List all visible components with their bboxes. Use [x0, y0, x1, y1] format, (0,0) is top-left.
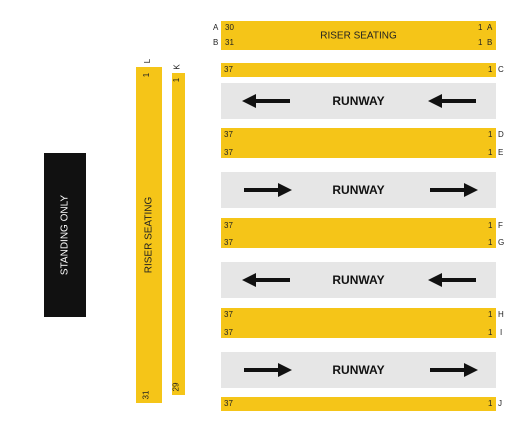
row-c-start: 37 [224, 65, 233, 74]
arrow-right-icon [244, 363, 292, 377]
row-k-top: 1 [172, 77, 182, 83]
row-h-start: 37 [224, 310, 233, 319]
seat-rows-f-g [221, 218, 496, 248]
row-g-start: 37 [224, 238, 233, 247]
seat-row-c [221, 63, 496, 77]
row-e-end: 1 [488, 148, 493, 157]
seat-rows-h-i [221, 308, 496, 338]
arrow-left-icon [428, 273, 476, 287]
runway-3: RUNWAY [221, 262, 496, 298]
row-e-letter: E [498, 148, 504, 157]
row-b-start: 31 [225, 38, 234, 47]
row-g-end: 1 [488, 238, 493, 247]
row-b-right-letter: B [487, 38, 493, 47]
riser-side-row-k [172, 73, 185, 395]
seat-rows-d-e [221, 128, 496, 158]
runway-2: RUNWAY [221, 172, 496, 208]
row-c-letter: C [498, 65, 504, 74]
arrow-right-icon [430, 363, 478, 377]
row-d-end: 1 [488, 130, 493, 139]
riser-side-row-l: RISER SEATING [136, 67, 162, 403]
runway-1-label: RUNWAY [332, 94, 385, 108]
row-l-top: 1 [142, 72, 152, 78]
arrow-right-icon [244, 183, 292, 197]
row-l-bottom: 31 [141, 390, 151, 400]
runway-4: RUNWAY [221, 352, 496, 388]
row-b-end: 1 [478, 38, 483, 47]
row-i-end: 1 [488, 328, 493, 337]
row-j-end: 1 [488, 399, 493, 408]
row-d-letter: D [498, 130, 504, 139]
row-a-end: 1 [478, 23, 483, 32]
runway-1: RUNWAY [221, 83, 496, 119]
riser-top-label: RISER SEATING [320, 30, 397, 41]
row-e-start: 37 [224, 148, 233, 157]
seat-row-j [221, 397, 496, 411]
standing-only-label: STANDING ONLY [59, 194, 71, 276]
arrow-right-icon [430, 183, 478, 197]
row-c-end: 1 [488, 65, 493, 74]
row-f-letter: F [498, 221, 503, 230]
riser-side-label: RISER SEATING [143, 196, 155, 274]
row-j-start: 37 [224, 399, 233, 408]
row-i-letter: I [500, 328, 503, 337]
arrow-left-icon [242, 273, 290, 287]
row-d-start: 37 [224, 130, 233, 139]
row-f-end: 1 [488, 221, 493, 230]
riser-top-block: RISER SEATING [221, 21, 496, 50]
row-a-right-letter: A [487, 23, 493, 32]
arrow-left-icon [242, 94, 290, 108]
row-h-letter: H [498, 310, 504, 319]
row-k-letter: K [172, 64, 182, 70]
row-k-bottom: 29 [171, 382, 181, 392]
row-j-letter: J [498, 399, 502, 408]
standing-only-area: STANDING ONLY [44, 153, 86, 317]
row-l-letter: L [143, 58, 153, 64]
row-a-left-letter: A [213, 23, 219, 32]
runway-2-label: RUNWAY [332, 183, 385, 197]
row-h-end: 1 [488, 310, 493, 319]
arrow-left-icon [428, 94, 476, 108]
row-f-start: 37 [224, 221, 233, 230]
row-i-start: 37 [224, 328, 233, 337]
runway-4-label: RUNWAY [332, 363, 385, 377]
row-a-start: 30 [225, 23, 234, 32]
row-g-letter: G [498, 238, 505, 247]
row-b-left-letter: B [213, 38, 219, 47]
runway-3-label: RUNWAY [332, 273, 385, 287]
